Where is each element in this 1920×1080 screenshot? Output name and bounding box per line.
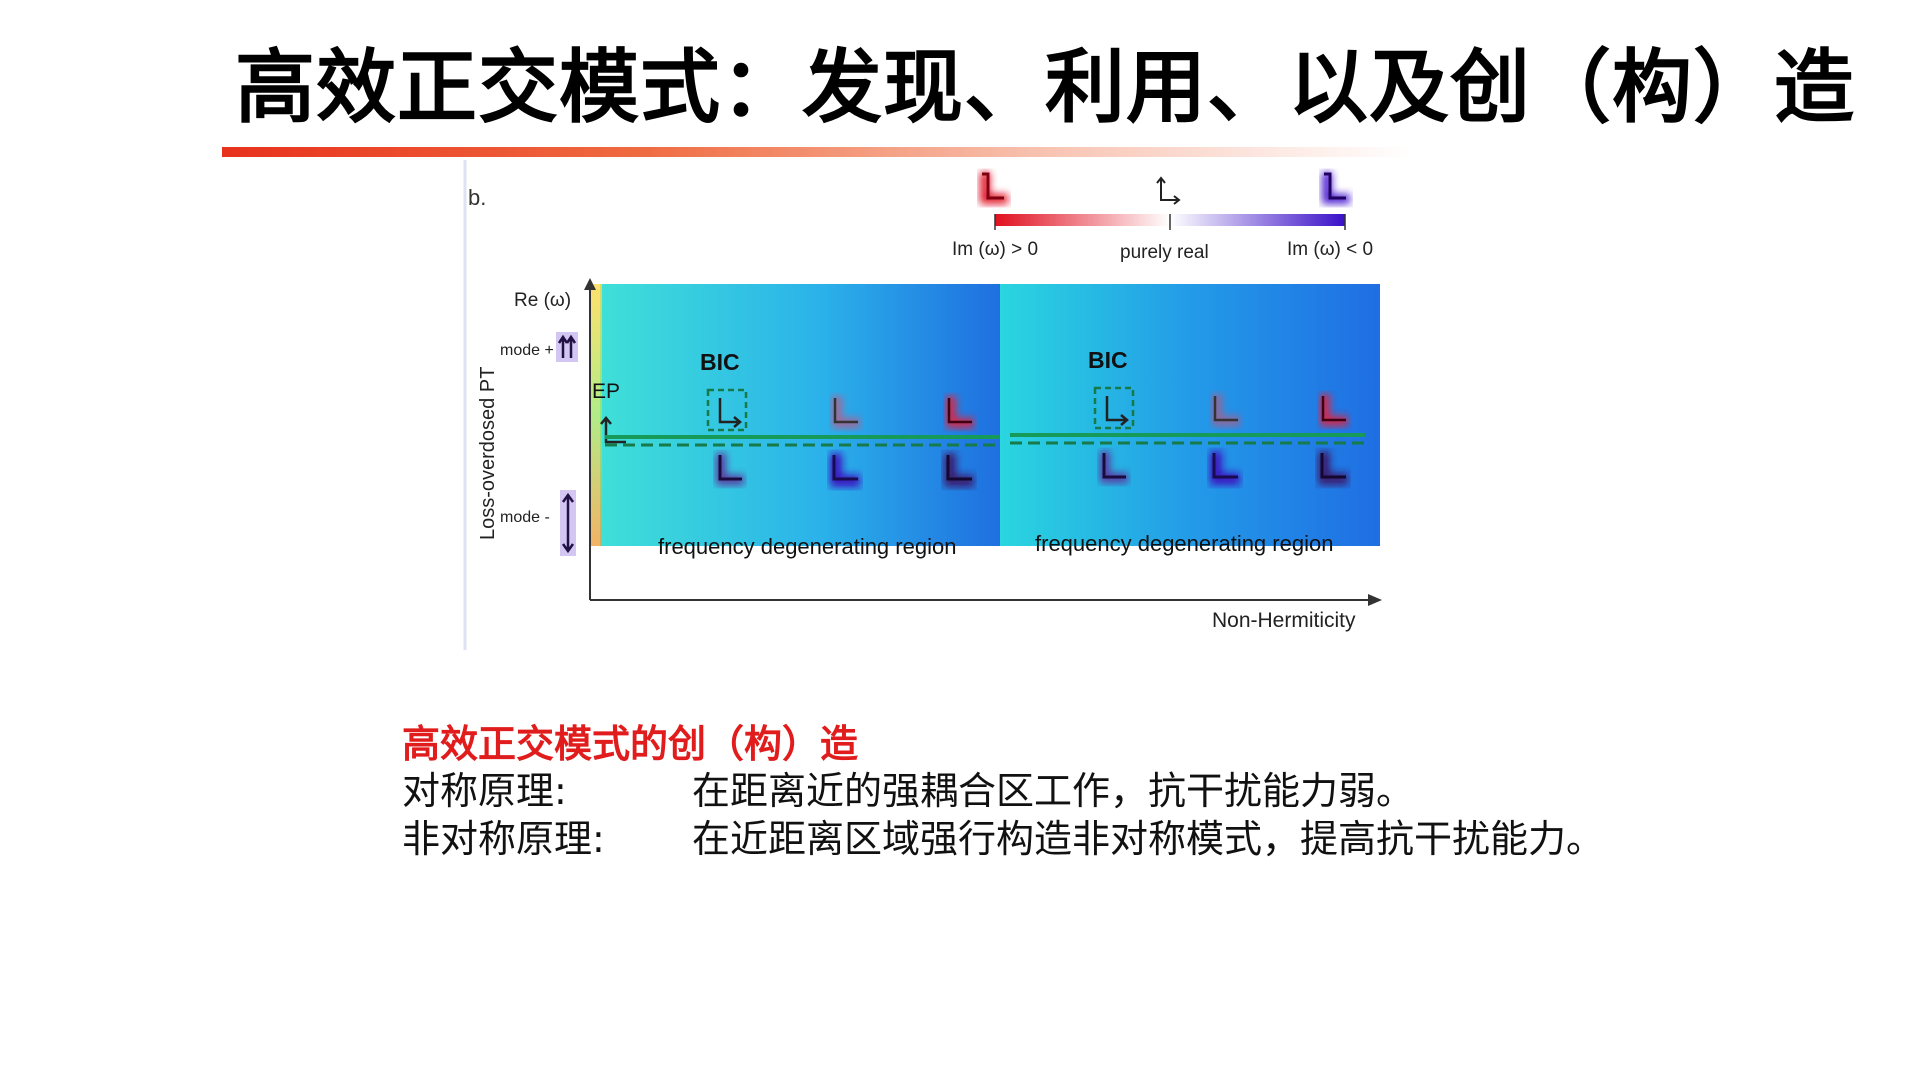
colorbar-left-label: Im (ω) > 0 — [952, 239, 1038, 260]
row-description: 在近距离区域强行构造非对称模式，提高抗干扰能力。 — [692, 817, 1605, 861]
bic-axes-icon-right — [1105, 396, 1129, 426]
diagram-svg: b. Im (ω) > 0 purely real Im (ω) < 0 — [463, 160, 1382, 650]
bic-label-right: BIC — [1088, 347, 1128, 373]
x-axis-label: Non-Hermiticity — [1212, 609, 1356, 632]
blue-l-icon — [1322, 172, 1350, 204]
mode-plus-label: mode + — [500, 342, 554, 359]
ep-axes-icon — [600, 416, 626, 444]
colorbar-right-label: Im (ω) < 0 — [1287, 239, 1373, 260]
colorbar-center-label: purely real — [1120, 242, 1209, 263]
bic-label-left: BIC — [700, 349, 740, 375]
mode-minus-arrow-icon — [560, 490, 576, 556]
lower-l-icon-6 — [1318, 451, 1348, 485]
ep-edge-glow — [590, 284, 602, 546]
row-description: 在距离近的强耦合区工作，抗干扰能力弱。 — [692, 769, 1415, 813]
title-underline — [222, 147, 1412, 157]
lower-l-icon-4 — [1100, 451, 1128, 483]
upper-l-icon-4 — [1320, 394, 1348, 426]
lower-l-icon-1 — [716, 453, 744, 485]
figure: b. Im (ω) > 0 purely real Im (ω) < 0 — [460, 160, 1410, 650]
row-label: 非对称原理: — [402, 817, 605, 861]
panel-right — [1000, 284, 1380, 546]
bic-axes-icon-left — [718, 398, 742, 428]
section-heading: 高效正交模式的创（构）造 — [402, 722, 859, 766]
y-axis-title: Loss-overdosed PT — [477, 367, 499, 540]
panel-left — [600, 284, 1000, 546]
upper-l-icon-2 — [946, 396, 974, 428]
lower-l-icon-2 — [830, 453, 860, 487]
lower-l-icon-5 — [1210, 451, 1240, 485]
bic-box-left — [706, 388, 748, 432]
upper-l-icon-3 — [1212, 394, 1240, 426]
bic-box-right — [1093, 386, 1135, 430]
row-label: 对称原理: — [402, 769, 567, 813]
real-axes-icon — [1156, 176, 1181, 205]
mode-plus-arrows-icon — [556, 332, 578, 362]
upper-l-icon-1 — [832, 396, 860, 428]
region-label-right: frequency degenerating region — [1035, 531, 1333, 556]
red-l-icon — [980, 172, 1008, 204]
slide-title: 高效正交模式：发现、利用、以及创（构）造 — [235, 41, 1855, 134]
mode-minus-label: mode - — [500, 509, 550, 526]
panel-label: b. — [468, 185, 486, 210]
region-label-left: frequency degenerating region — [658, 534, 956, 559]
ep-label: EP — [592, 380, 620, 403]
y-axis-label: Re (ω) — [514, 290, 571, 311]
lower-l-icon-3 — [944, 453, 974, 487]
